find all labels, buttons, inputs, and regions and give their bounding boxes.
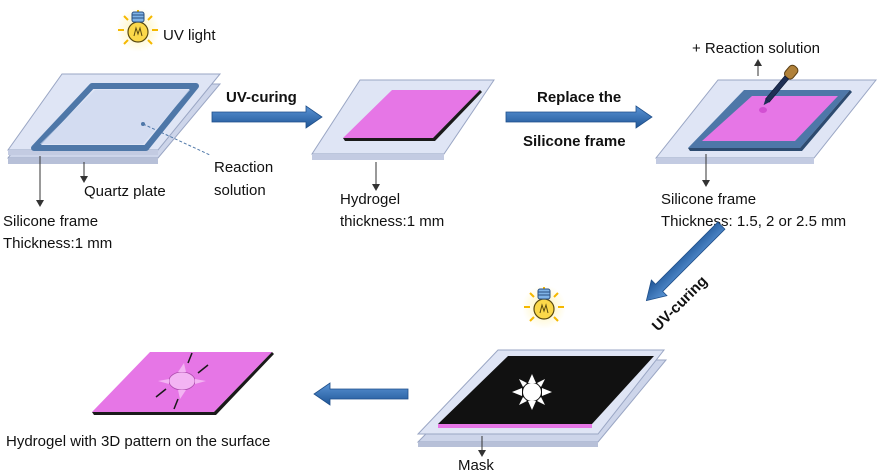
quartz-plate-top-side	[8, 150, 158, 155]
step2-hydrogel	[311, 79, 495, 191]
reaction-solution-label-1: Reaction	[214, 159, 273, 176]
plus-reaction-solution-label: + Reaction solution	[692, 40, 820, 57]
replace-label-1: Replace the	[537, 89, 621, 106]
silicone-frame	[31, 83, 199, 151]
reaction-solution-label-2: solution	[214, 182, 266, 199]
step1-assembly	[7, 73, 222, 207]
solution-pointer-head	[754, 59, 762, 66]
silicone-thickness-label-1: Thickness:1 mm	[3, 235, 112, 252]
uv-curing-label-1: UV-curing	[226, 89, 297, 106]
silicone-frame-3-pointer-head	[702, 180, 710, 187]
reaction-pointer	[142, 123, 211, 156]
patterned-hydrogel-edge	[92, 352, 274, 415]
result-arrow	[313, 382, 409, 406]
reaction-droplet	[759, 107, 767, 113]
step3-assembly	[654, 79, 878, 187]
step4-mask-assembly	[416, 349, 668, 457]
quartz-plate-label: Quartz plate	[84, 183, 166, 200]
silicone-thickness-label-2: Thickness: 1.5, 2 or 2.5 mm	[661, 213, 846, 230]
mask-hydrogel-edge	[438, 424, 592, 428]
dropper-icon	[763, 64, 799, 106]
silicone-frame-label-1: Silicone frame	[3, 213, 98, 230]
mask-pointer-head	[478, 450, 486, 457]
hydrogel-layer	[343, 90, 480, 138]
quartz-plate-bottom-side	[8, 158, 158, 164]
step5-patterned-hydrogel	[92, 352, 274, 415]
uv-curing-arrow-1	[211, 105, 323, 129]
silicone-frame-pointer-head	[36, 200, 44, 207]
reaction-pointer-dot	[141, 122, 145, 126]
frame-edge-3	[688, 90, 852, 151]
hydrogel-layer-3	[702, 96, 838, 141]
glass-plate-3-side	[656, 158, 814, 164]
sun-pattern	[512, 374, 552, 410]
replace-arrow	[505, 105, 653, 129]
reaction-solution-area	[40, 90, 190, 144]
uv-light-label: UV light	[163, 27, 216, 44]
silicone-frame-label-2: Silicone frame	[661, 191, 756, 208]
uv-curing-arrow-2	[645, 221, 726, 302]
glass-plate-4-side	[418, 442, 598, 447]
hydrogel-label: Hydrogel	[340, 191, 400, 208]
raised-sun-pattern	[155, 352, 209, 410]
hydrogel-pointer-head	[372, 184, 380, 191]
uv-bulb-icon	[116, 8, 160, 52]
replace-label-2: Silicone frame	[523, 133, 626, 150]
hydrogel-3d-pattern-label: Hydrogel with 3D pattern on the surface	[6, 433, 270, 450]
quartz-plate-pointer-head	[80, 176, 88, 183]
uv-bulb-icon	[522, 285, 566, 329]
glass-plate-2-side	[312, 154, 444, 160]
mask-label: Mask	[458, 457, 494, 474]
hydrogel-thickness-label: thickness:1 mm	[340, 213, 444, 230]
